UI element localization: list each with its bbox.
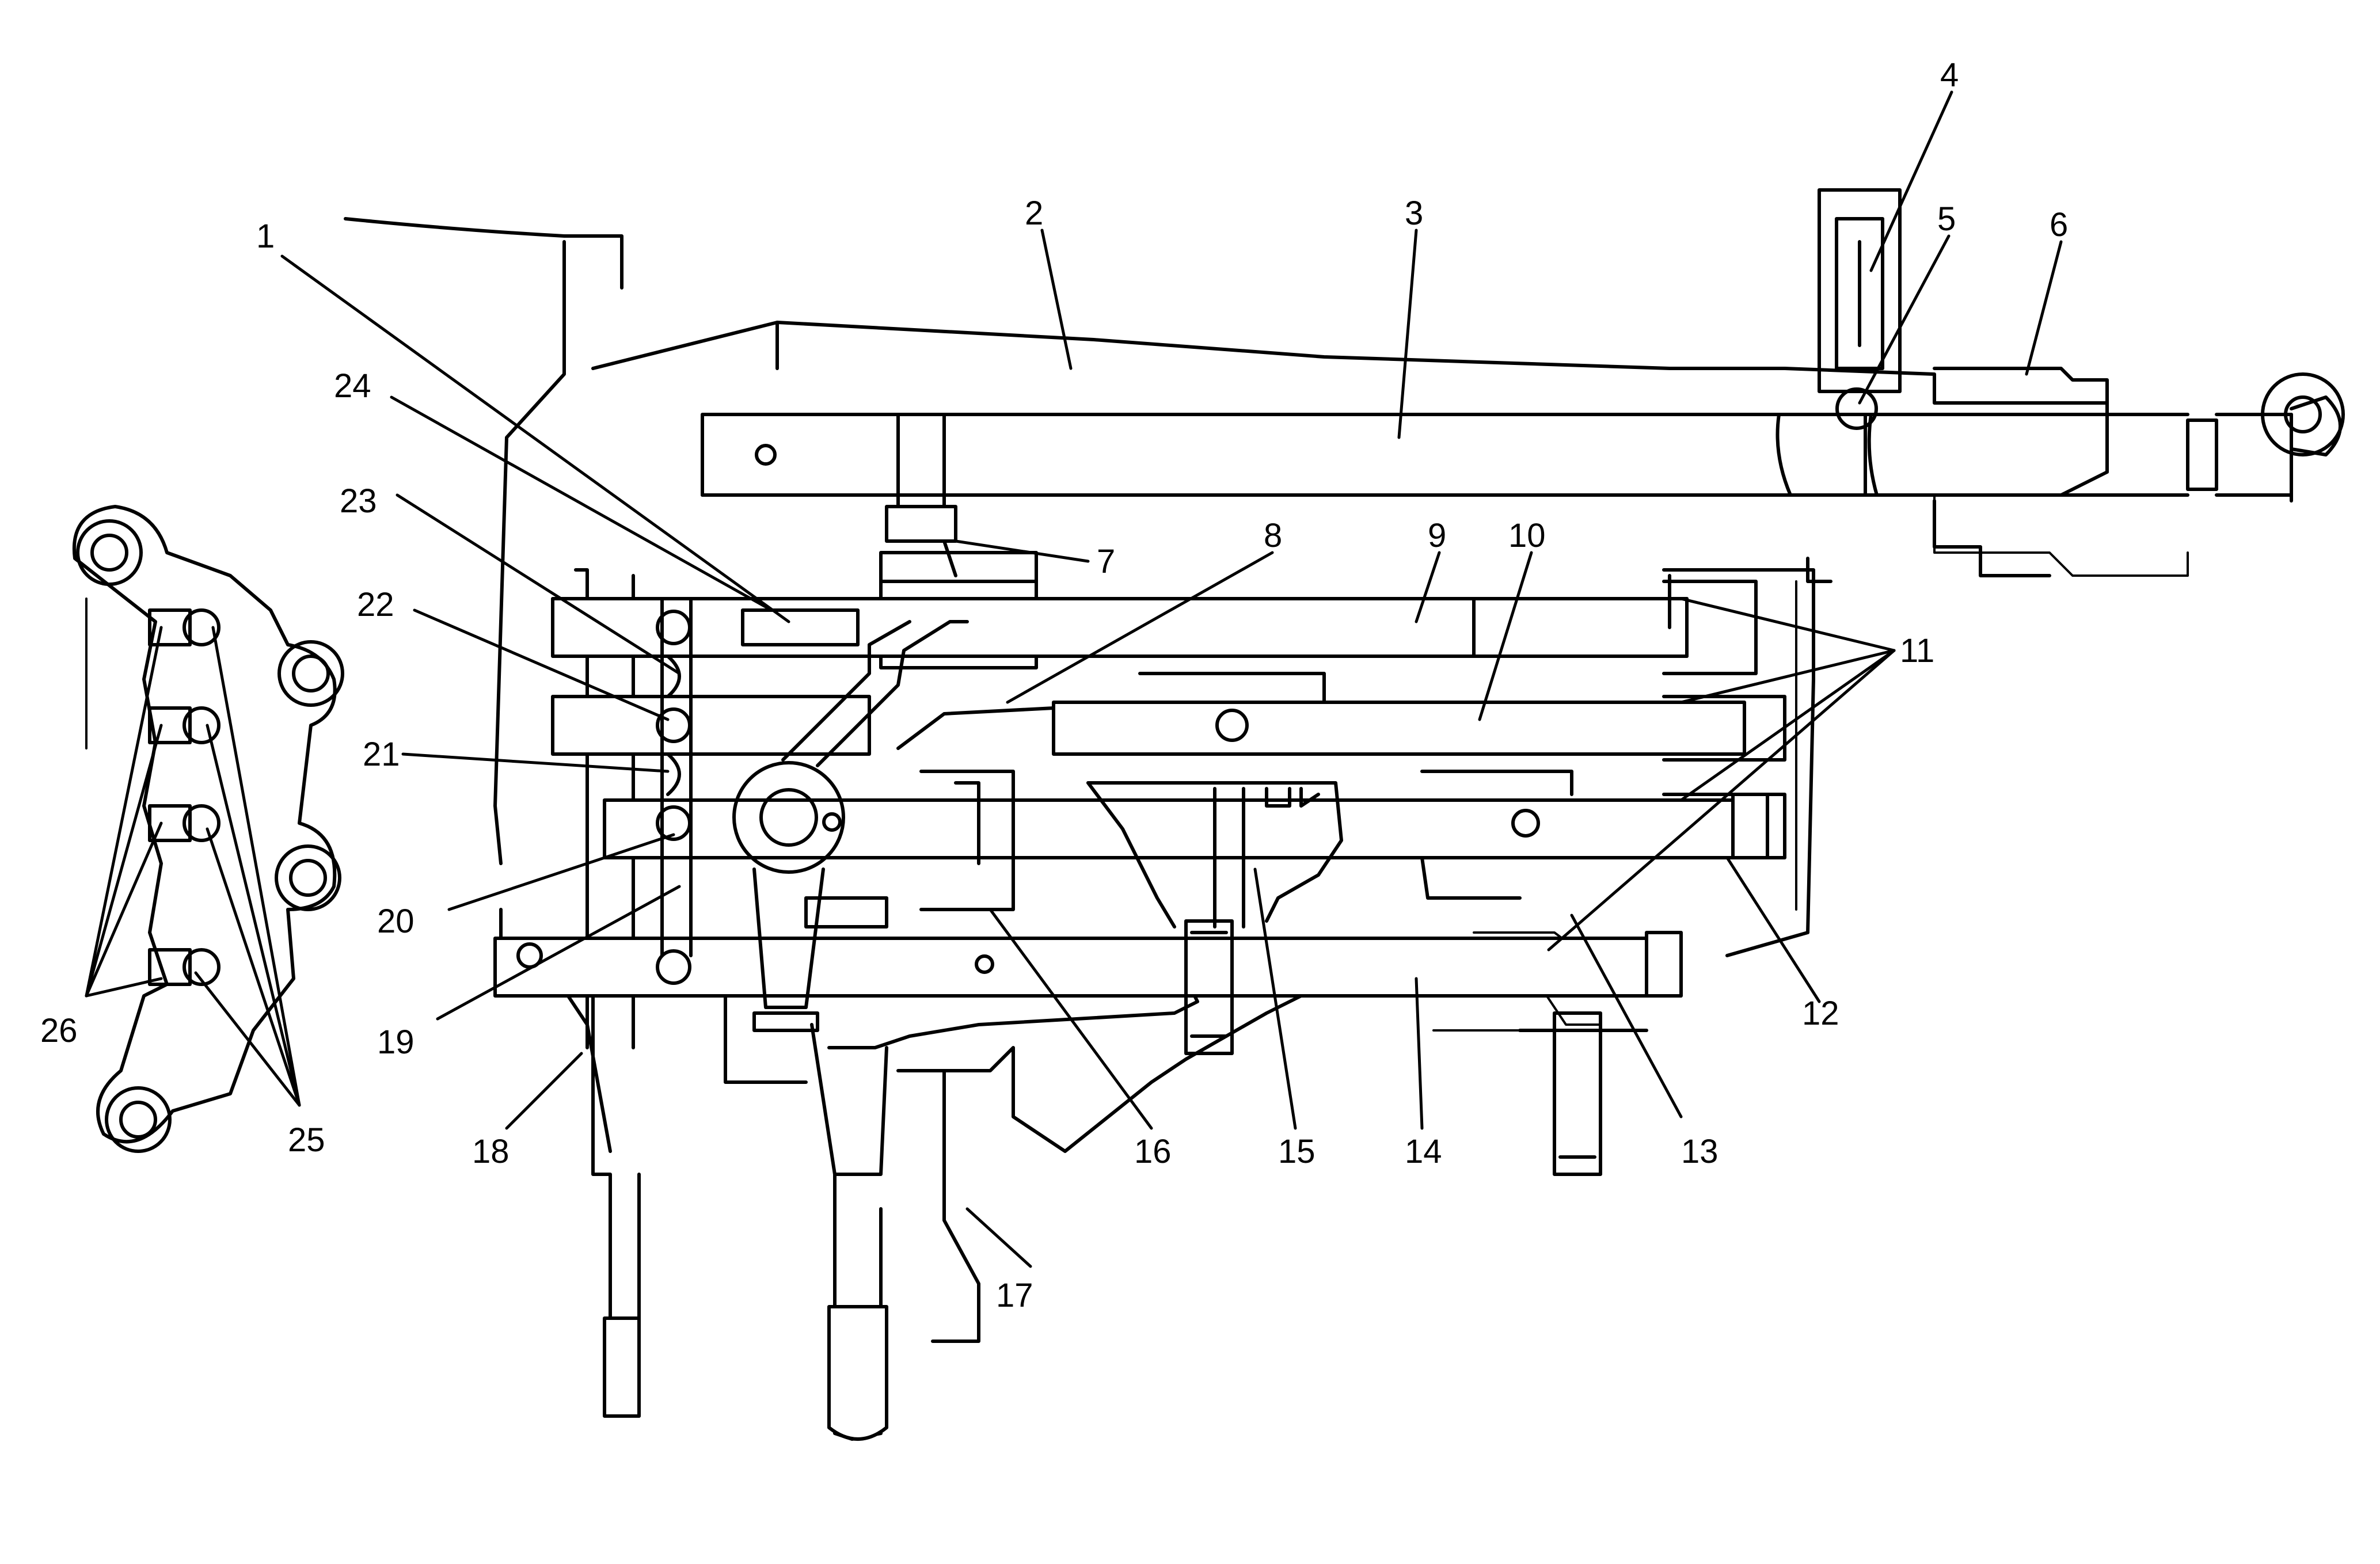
- callout-4: 4: [1940, 56, 1959, 94]
- callout-3: 3: [1405, 195, 1423, 232]
- callout-9: 9: [1428, 517, 1446, 554]
- callout-labels: 1 2 3 4 5 6 7 8 9 10 11 12 13 14 15 16 1…: [40, 56, 2068, 1314]
- shift-fork-18: [591, 994, 641, 1418]
- shift-rail-12: [603, 770, 1769, 900]
- callout-24: 24: [334, 367, 371, 405]
- shift-rail-10: [551, 672, 1746, 756]
- mounting-plate: [72, 505, 344, 1153]
- callout-13: 13: [1681, 1133, 1719, 1170]
- shift-fork-17: [810, 1023, 888, 1441]
- shift-fork-16: [804, 770, 1015, 928]
- shift-fork-15: [1086, 781, 1343, 1055]
- callout-5: 5: [1937, 200, 1956, 238]
- callout-26: 26: [40, 1012, 78, 1049]
- shift-rail-upper: [701, 372, 2345, 503]
- callout-19: 19: [377, 1023, 415, 1061]
- callout-2: 2: [1025, 195, 1043, 232]
- callout-23: 23: [340, 482, 377, 520]
- callout-25: 25: [288, 1121, 325, 1159]
- detent-pin: [1818, 188, 1902, 430]
- end-bracket: [1933, 367, 2109, 577]
- callout-12: 12: [1802, 995, 1839, 1032]
- callout-11: 11: [1900, 632, 1934, 669]
- callout-6: 6: [2050, 206, 2068, 243]
- callout-16: 16: [1134, 1133, 1172, 1170]
- callout-1: 1: [256, 218, 275, 255]
- callout-8: 8: [1264, 517, 1282, 554]
- callout-15: 15: [1278, 1133, 1316, 1170]
- callout-21: 21: [363, 736, 400, 773]
- callout-14: 14: [1405, 1133, 1442, 1170]
- housing: [344, 217, 2189, 1343]
- shift-rail-9: [551, 597, 1689, 658]
- callout-18: 18: [472, 1133, 510, 1170]
- callout-7: 7: [1097, 543, 1115, 580]
- shift-lever: [732, 620, 1055, 1032]
- callout-17: 17: [996, 1277, 1033, 1314]
- shift-rail-14: [493, 931, 1683, 998]
- shift-fork-13: [1518, 1011, 1648, 1176]
- callout-10: 10: [1508, 517, 1546, 554]
- callout-22: 22: [357, 586, 394, 623]
- leader-lines: [85, 90, 2063, 1268]
- callout-20: 20: [377, 903, 415, 940]
